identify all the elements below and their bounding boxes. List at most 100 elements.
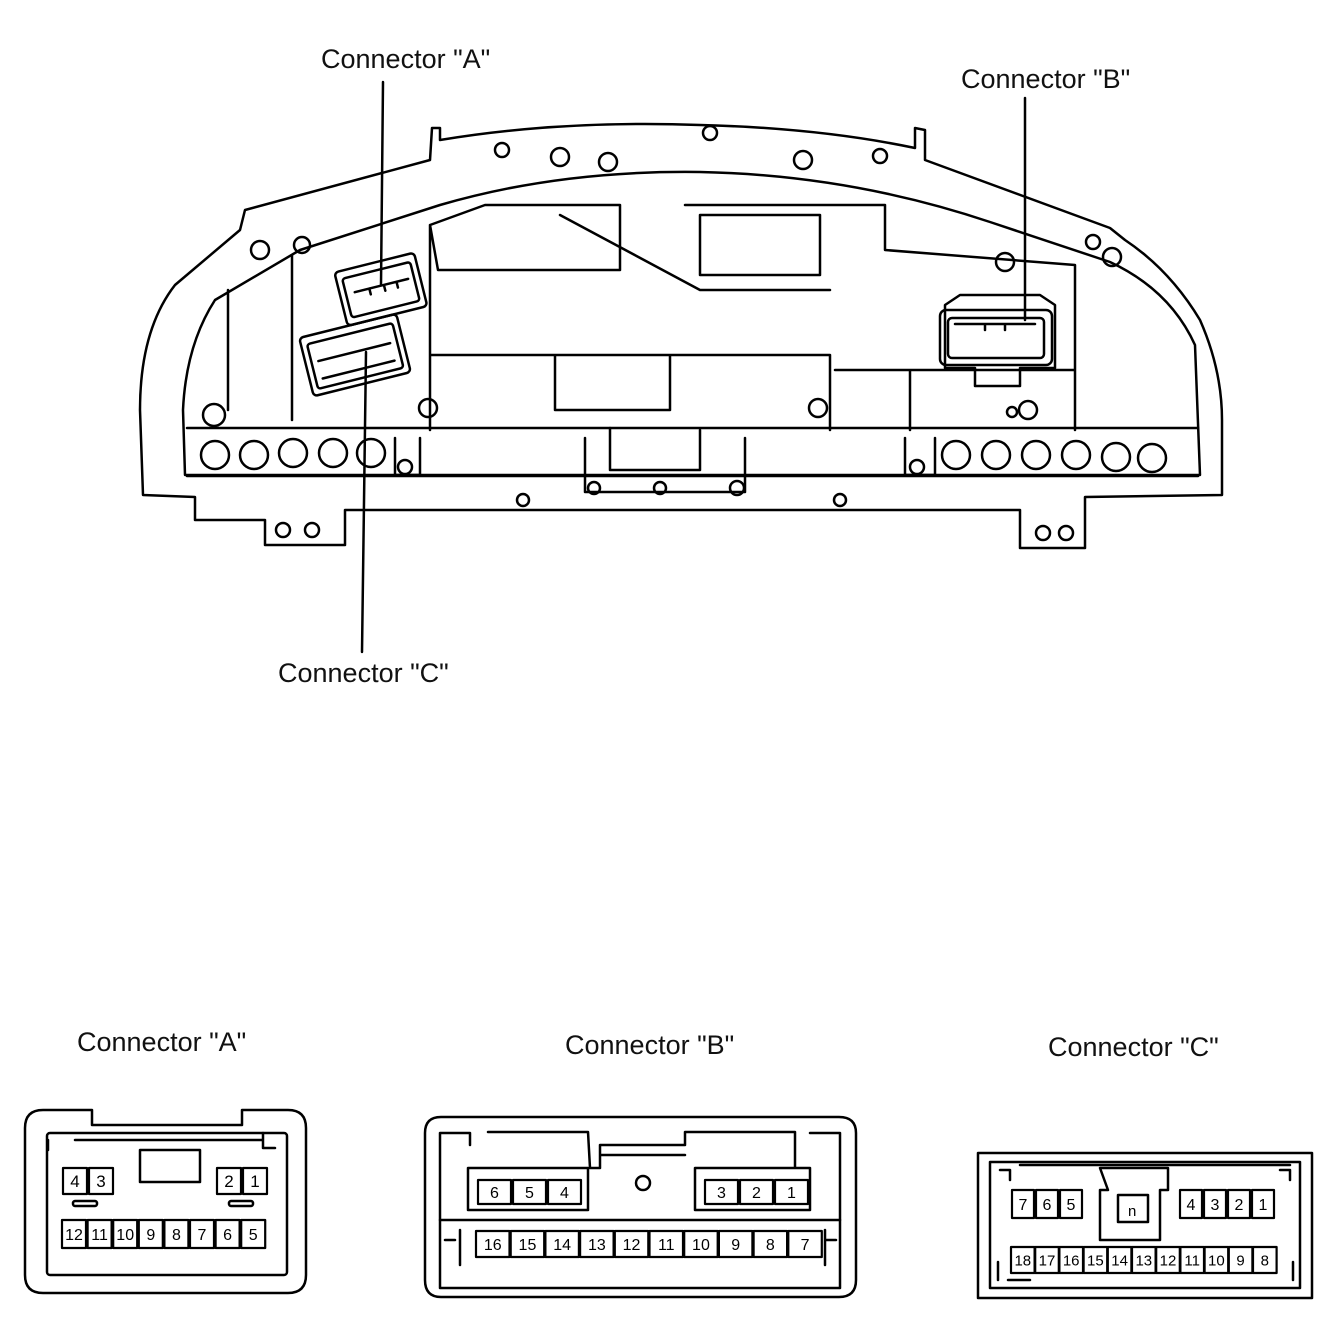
connector-b-pin-number: 3 — [717, 1185, 726, 1202]
connector-c-pin-cell — [1010, 1188, 1036, 1220]
connector-b-pin-cell — [546, 1178, 583, 1206]
connector-c-pin-cell — [1178, 1188, 1204, 1220]
connector-a-pin-cell — [87, 1166, 115, 1196]
connector-c-pin-number: 16 — [1063, 1252, 1080, 1269]
connector-b-pin-cell — [476, 1178, 513, 1206]
connector-a-pin-number: 11 — [91, 1227, 108, 1244]
connector-b-pin-cell — [578, 1229, 615, 1259]
connector-b-shell — [423, 1115, 858, 1299]
connector-c-pin-number: 14 — [1111, 1252, 1128, 1269]
connector-b-pin-cell — [648, 1229, 685, 1259]
connector-c-pin-number: 17 — [1039, 1252, 1056, 1269]
connector-c-pin-number: 7 — [1019, 1197, 1028, 1214]
connector-c-pin-number: 18 — [1014, 1252, 1031, 1269]
connector-b-pin-number: 7 — [801, 1237, 810, 1254]
connector-a-pin-cell — [60, 1218, 88, 1250]
cluster-lower-recess — [393, 426, 937, 494]
connector-c-pin-cell — [1250, 1188, 1276, 1220]
connector-b-pin-cell — [511, 1178, 548, 1206]
connector-b-top-left-pins: 6 5 4 — [476, 1178, 583, 1206]
connector-b-pin-cell — [787, 1229, 823, 1259]
connector-c-pin-number: 15 — [1087, 1252, 1104, 1269]
connector-b-pin-number: 1 — [787, 1185, 796, 1202]
connector-b-pin-number: 14 — [553, 1237, 571, 1254]
connector-c-pin-number: 6 — [1043, 1197, 1052, 1214]
connector-b-pin-cell — [613, 1229, 650, 1259]
instrument-cluster-rear-view — [138, 80, 1224, 654]
connector-b-pin-cell — [703, 1178, 740, 1206]
bulb-sockets-left — [199, 402, 387, 471]
connector-b-pin-cell — [752, 1229, 789, 1259]
connector-c-pin-cell — [1058, 1188, 1084, 1220]
connector-c-title: Connector "C" — [1048, 1032, 1219, 1062]
connector-b-pin-number: 2 — [752, 1185, 761, 1202]
connector-a-pin-number: 10 — [116, 1227, 134, 1244]
connector-c-pin-number: 8 — [1261, 1252, 1269, 1269]
connector-b-pin-cell — [474, 1229, 511, 1259]
connector-c-pin-number: 4 — [1187, 1197, 1196, 1214]
connector-b-pin-number: 15 — [519, 1237, 537, 1254]
connector-b-pin-number: 6 — [490, 1185, 499, 1202]
callout-connector-c: Connector "C" — [278, 658, 449, 688]
svg-text:n: n — [1128, 1203, 1136, 1220]
connector-c-pin-cell — [1226, 1188, 1252, 1220]
connector-a-pin-number: 7 — [198, 1227, 207, 1244]
connector-a-pin-cell — [215, 1166, 243, 1196]
connector-c-pin-number: 2 — [1235, 1197, 1244, 1214]
connector-a-pin-number: 6 — [223, 1227, 232, 1244]
connector-b-pin-number: 9 — [731, 1237, 740, 1254]
connector-b-pin-cell — [509, 1229, 546, 1259]
connector-c-pin-number: 12 — [1160, 1252, 1177, 1269]
connector-a-pin-cell — [240, 1218, 267, 1250]
cluster-connector-c — [298, 313, 412, 397]
connector-c-pin-cell — [1251, 1245, 1278, 1275]
connector-a-pin-number: 1 — [250, 1172, 259, 1191]
cluster-central-frame — [226, 203, 1077, 432]
connector-c-pin-cell — [1034, 1188, 1060, 1220]
connector-c-pin-number: 13 — [1135, 1252, 1152, 1269]
connector-c-pin-number: 9 — [1236, 1252, 1244, 1269]
connector-b-pin-cell — [544, 1229, 581, 1259]
connector-a-pin-number: 9 — [146, 1227, 155, 1244]
connector-b-pin-cell — [683, 1229, 719, 1259]
connector-a-pin-cell — [241, 1166, 269, 1196]
connector-b-top-right-pins: 3 2 1 — [703, 1178, 810, 1206]
connector-b-pin-number: 11 — [658, 1237, 675, 1254]
connector-a-pin-number: 4 — [70, 1172, 79, 1191]
connector-b-pin-cell — [738, 1178, 775, 1206]
connector-c-pin-number: 10 — [1208, 1252, 1225, 1269]
cluster-inner-rim — [181, 170, 1202, 477]
connector-a-title: Connector "A" — [77, 1027, 247, 1057]
bulb-sockets-right — [940, 439, 1168, 474]
connector-b-pin-number: 13 — [588, 1237, 606, 1254]
connector-b-pin-number: 4 — [560, 1185, 569, 1202]
connector-c-pin-cell — [1202, 1188, 1228, 1220]
connector-c-shell — [976, 1151, 1314, 1300]
connector-b-pin-number: 5 — [525, 1185, 534, 1202]
cluster-housing-outline — [138, 122, 1224, 550]
connector-b-pin-number: 16 — [484, 1237, 502, 1254]
connector-a-pin-cell — [188, 1218, 216, 1250]
callout-connector-a: Connector "A" — [321, 44, 491, 74]
connector-a-pin-cell — [137, 1218, 164, 1250]
cluster-lower-band — [185, 426, 1200, 478]
connector-b-pin-number: 10 — [692, 1237, 710, 1254]
connector-b-pin-number: 12 — [623, 1237, 641, 1254]
connector-a-pin-cell — [86, 1218, 113, 1250]
connector-a-pin-number: 3 — [96, 1172, 105, 1191]
connector-a-shell — [23, 1108, 308, 1295]
connector-b-title: Connector "B" — [565, 1030, 735, 1060]
cluster-connector-b — [938, 293, 1057, 388]
connector-a-pin-cell — [163, 1218, 190, 1250]
connector-c-pin-number: 1 — [1259, 1197, 1268, 1214]
